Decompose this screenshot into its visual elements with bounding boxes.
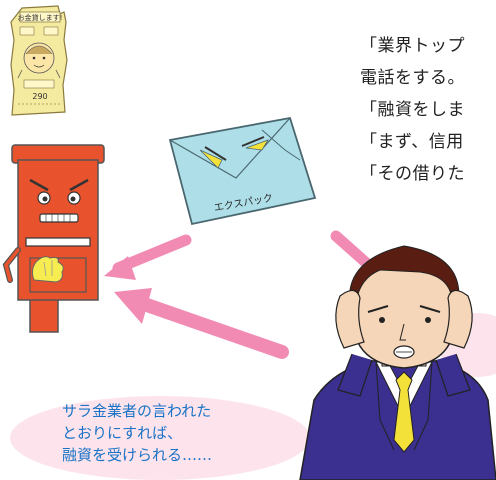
- dialogue-line-2: 電話をする。: [360, 68, 465, 88]
- loan-flyer-image: お金貸します! 290: [10, 5, 68, 116]
- postbox-character: [2, 144, 105, 333]
- dialogue-line-1: 「業界トップ: [360, 36, 465, 56]
- flyer-headline: お金貸します!: [18, 13, 63, 22]
- arrow-envelope-to-postbox: [104, 234, 192, 280]
- bubble-line-1: サラ金業者の言われた: [62, 402, 212, 420]
- dialogue-line-4: 「まず、信用: [360, 132, 464, 152]
- bubble-line-2: とおりにすれば、: [62, 424, 183, 442]
- bubble-line-3: 融資を受けられる……: [62, 446, 213, 464]
- dialogue-line-3: 「融資をしま: [360, 100, 465, 120]
- yellow-glove: [31, 256, 64, 283]
- flyer-price: 290: [32, 92, 47, 101]
- thought-bubble: [10, 396, 310, 480]
- dialogue-line-5: 「その借りた: [360, 164, 465, 184]
- arrow-man-to-postbox: [114, 288, 289, 359]
- expack-envelope: エクスパック: [168, 116, 317, 226]
- worried-man: [299, 245, 496, 480]
